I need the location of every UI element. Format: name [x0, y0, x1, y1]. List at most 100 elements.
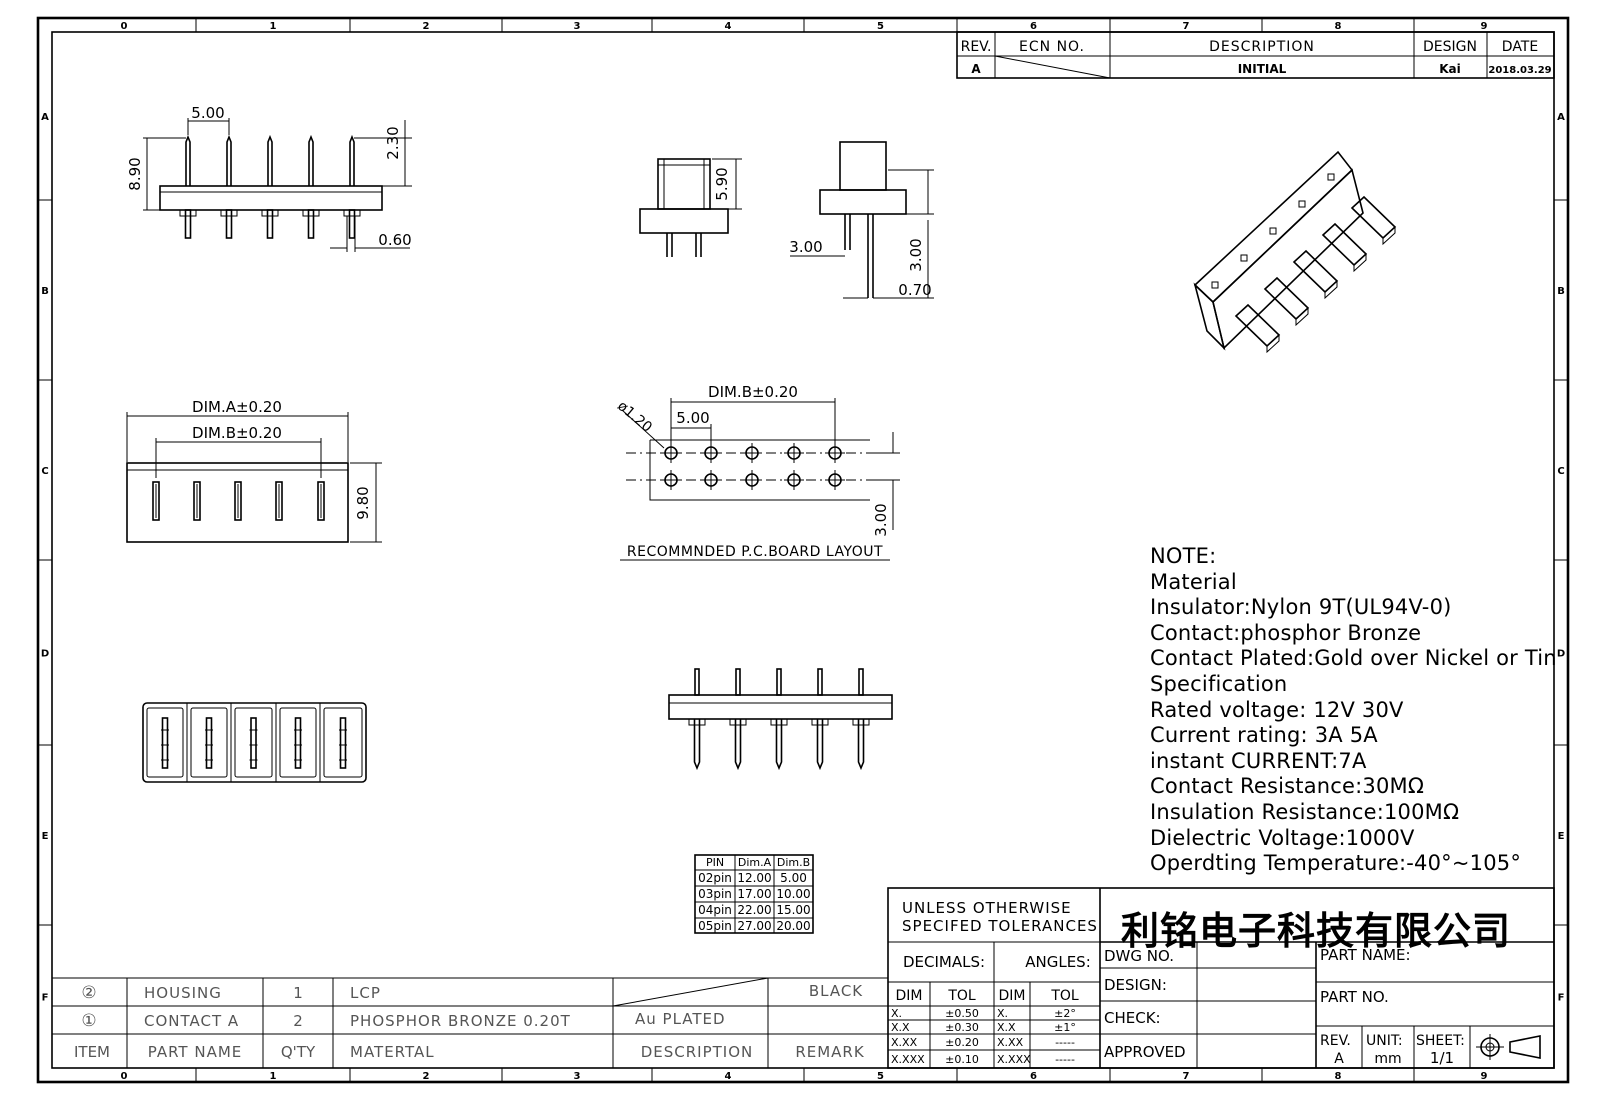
- part-no-label: PART NO.: [1320, 988, 1389, 1006]
- bom-part-name: CONTACT A: [144, 1012, 239, 1030]
- dim-header-1: DIM: [896, 988, 923, 1004]
- dim-pin-above-label: 2.30: [384, 126, 402, 159]
- pin-table-cell: 02pin: [698, 871, 732, 885]
- company-name: 利铭电子科技有限公司: [1120, 909, 1511, 953]
- note-line: Material: [1150, 569, 1237, 594]
- zone-label-bottom: 5: [877, 1071, 884, 1082]
- pin-table-header: Dim.B: [777, 856, 810, 869]
- zone-label-bottom: 6: [1030, 1071, 1037, 1082]
- housing-top-view: [142, 702, 367, 783]
- pin-table-cell: 10.00: [776, 887, 810, 901]
- zone-label-bottom: 8: [1335, 1071, 1342, 1082]
- bom-header-remark: REMARK: [795, 1043, 865, 1061]
- zone-label-bottom: 1: [270, 1071, 277, 1082]
- bom-remark: BLACK: [809, 982, 863, 1000]
- note-line: NOTE:: [1150, 544, 1217, 568]
- bom-part-name: HOUSING: [144, 984, 222, 1002]
- pcb-pitch-label: 5.00: [676, 409, 709, 427]
- pin-table-cell: 22.00: [737, 903, 771, 917]
- dim-pitch-label: 5.00: [191, 104, 224, 122]
- bom-description: Au PLATED: [635, 1010, 726, 1028]
- rev-value: A: [971, 62, 981, 76]
- tol-value: ±0.30: [945, 1021, 979, 1034]
- sheet-value: 1/1: [1430, 1049, 1454, 1067]
- tol-header-2: TOL: [1050, 988, 1079, 1004]
- pin-table-cell: 17.00: [737, 887, 771, 901]
- zone-label-right: A: [1557, 112, 1565, 123]
- pin-table-header: Dim.A: [738, 856, 772, 869]
- tol-value: ±0.20: [945, 1036, 979, 1049]
- bom-qty: 2: [293, 1012, 303, 1030]
- isometric-view: [1193, 150, 1397, 354]
- zone-label-right: F: [1558, 993, 1565, 1004]
- sheet-label: SHEET:: [1416, 1033, 1465, 1049]
- design-header: DESIGN: [1423, 39, 1477, 55]
- note-line: Contact:phosphor Bronze: [1150, 620, 1422, 645]
- bom-item: ①: [81, 1011, 96, 1031]
- tol-dim: X.XX: [891, 1036, 918, 1049]
- date-header: DATE: [1502, 39, 1538, 55]
- note-line: Insulation Resistance:100MΩ: [1150, 799, 1460, 824]
- angle-dim: X.X: [997, 1021, 1016, 1034]
- pin-table-cell: 05pin: [698, 919, 732, 933]
- zone-label-left: E: [42, 831, 49, 842]
- zone-label-right: C: [1557, 466, 1564, 477]
- pcb-layout-label: RECOMMNDED P.C.BOARD LAYOUT: [627, 544, 883, 560]
- unit-label: UNIT:: [1366, 1033, 1403, 1049]
- inner-frame: [51, 31, 1555, 1069]
- zone-label-left: D: [41, 649, 49, 660]
- pcb-dim-b-label: DIM.B±0.20: [708, 383, 798, 401]
- dim-header-2: DIM: [999, 988, 1026, 1004]
- zone-label-right: D: [1557, 649, 1565, 660]
- part-name-label: PART NAME:: [1320, 946, 1411, 964]
- ecn-header: ECN NO.: [1019, 39, 1085, 55]
- check-label: CHECK:: [1104, 1009, 1161, 1027]
- dim-b-label: DIM.B±0.20: [192, 424, 282, 442]
- bom-header-qty: Q'TY: [281, 1043, 316, 1061]
- rev-value-title: A: [1334, 1051, 1344, 1067]
- note-line: Specification: [1150, 671, 1288, 696]
- projection-symbol-icon: [1476, 1034, 1541, 1060]
- bom-qty: 1: [293, 984, 303, 1002]
- pcb-row-gap-label: 3.00: [872, 503, 890, 536]
- bom-header-material: MATERTAL: [350, 1043, 435, 1061]
- tol-header-1: TOL: [947, 988, 976, 1004]
- tol-value: ±0.50: [945, 1007, 979, 1020]
- zone-label-bottom: 3: [574, 1071, 581, 1082]
- tolerance-line-2: SPECIFED TOLERANCES: [902, 917, 1098, 935]
- description-header: DESCRIPTION: [1209, 39, 1315, 55]
- rev-label: REV.: [1320, 1033, 1351, 1049]
- zone-label-bottom: 9: [1481, 1071, 1488, 1082]
- angle-dim: X.XXX: [997, 1053, 1031, 1066]
- zone-label-top: 2: [423, 21, 430, 32]
- pin-table-cell: 03pin: [698, 887, 732, 901]
- angle-value: -----: [1055, 1036, 1075, 1049]
- note-line: Contact Resistance:30MΩ: [1150, 774, 1425, 799]
- title-block: UNLESS OTHERWISE SPECIFED TOLERANCES DEC…: [887, 887, 1555, 1069]
- dwg-no-label: DWG NO.: [1104, 947, 1174, 965]
- zone-label-top: 5: [877, 21, 884, 32]
- zone-label-right: E: [1558, 831, 1565, 842]
- pcb-layout: DIM.B±0.20 5.00 ø1.20 3.00 RECOMMNDED P.…: [614, 383, 900, 561]
- zone-label-left: C: [41, 466, 48, 477]
- zone-label-top: 6: [1030, 21, 1037, 32]
- bottom-view: DIM.A±0.20 DIM.B±0.20 9.80: [126, 398, 382, 543]
- zone-label-top: 3: [574, 21, 581, 32]
- zone-label-top: 0: [121, 21, 128, 32]
- front-view: [668, 668, 893, 771]
- note-line: Current rating: 3A 5A: [1150, 723, 1378, 748]
- note-line: Insulator:Nylon 9T(UL94V-0): [1150, 595, 1452, 620]
- zone-label-left: A: [41, 112, 49, 123]
- note-line: Dielectric Voltage:1000V: [1150, 825, 1415, 850]
- note-line: Operdting Temperature:-40°~105°: [1150, 851, 1522, 876]
- date-value: 2018.03.29: [1488, 65, 1551, 76]
- description-value: INITIAL: [1238, 62, 1287, 76]
- angle-value: ±2°: [1054, 1007, 1076, 1020]
- tol-dim: X.: [891, 1007, 902, 1020]
- side-view-2: 3.00 3.00 0.70: [789, 141, 934, 299]
- side-view-1: 5.90: [639, 158, 742, 257]
- dim-height-label: 8.90: [126, 157, 144, 190]
